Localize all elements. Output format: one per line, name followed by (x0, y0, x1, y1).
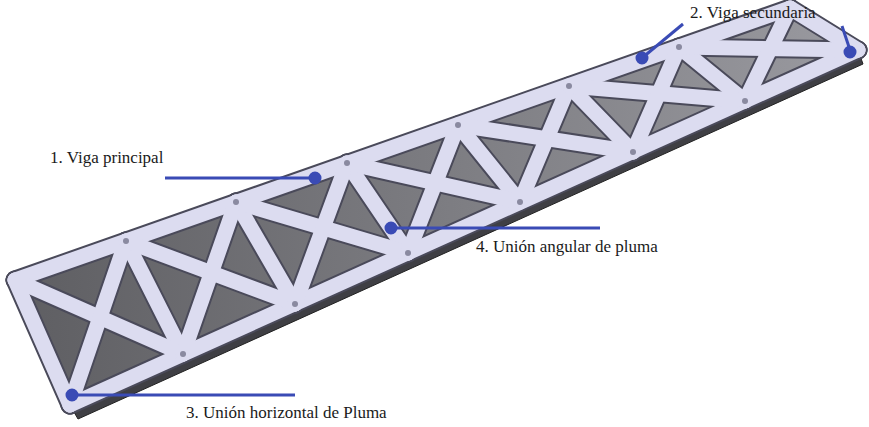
part-label: 2. Viga secundaria (690, 3, 816, 23)
leader-lines (67, 24, 855, 400)
part-label: 1. Viga principal (50, 148, 163, 168)
part-label: 4. Unión angular de pluma (476, 237, 658, 257)
part-label: 3. Unión horizontal de Pluma (186, 403, 387, 423)
